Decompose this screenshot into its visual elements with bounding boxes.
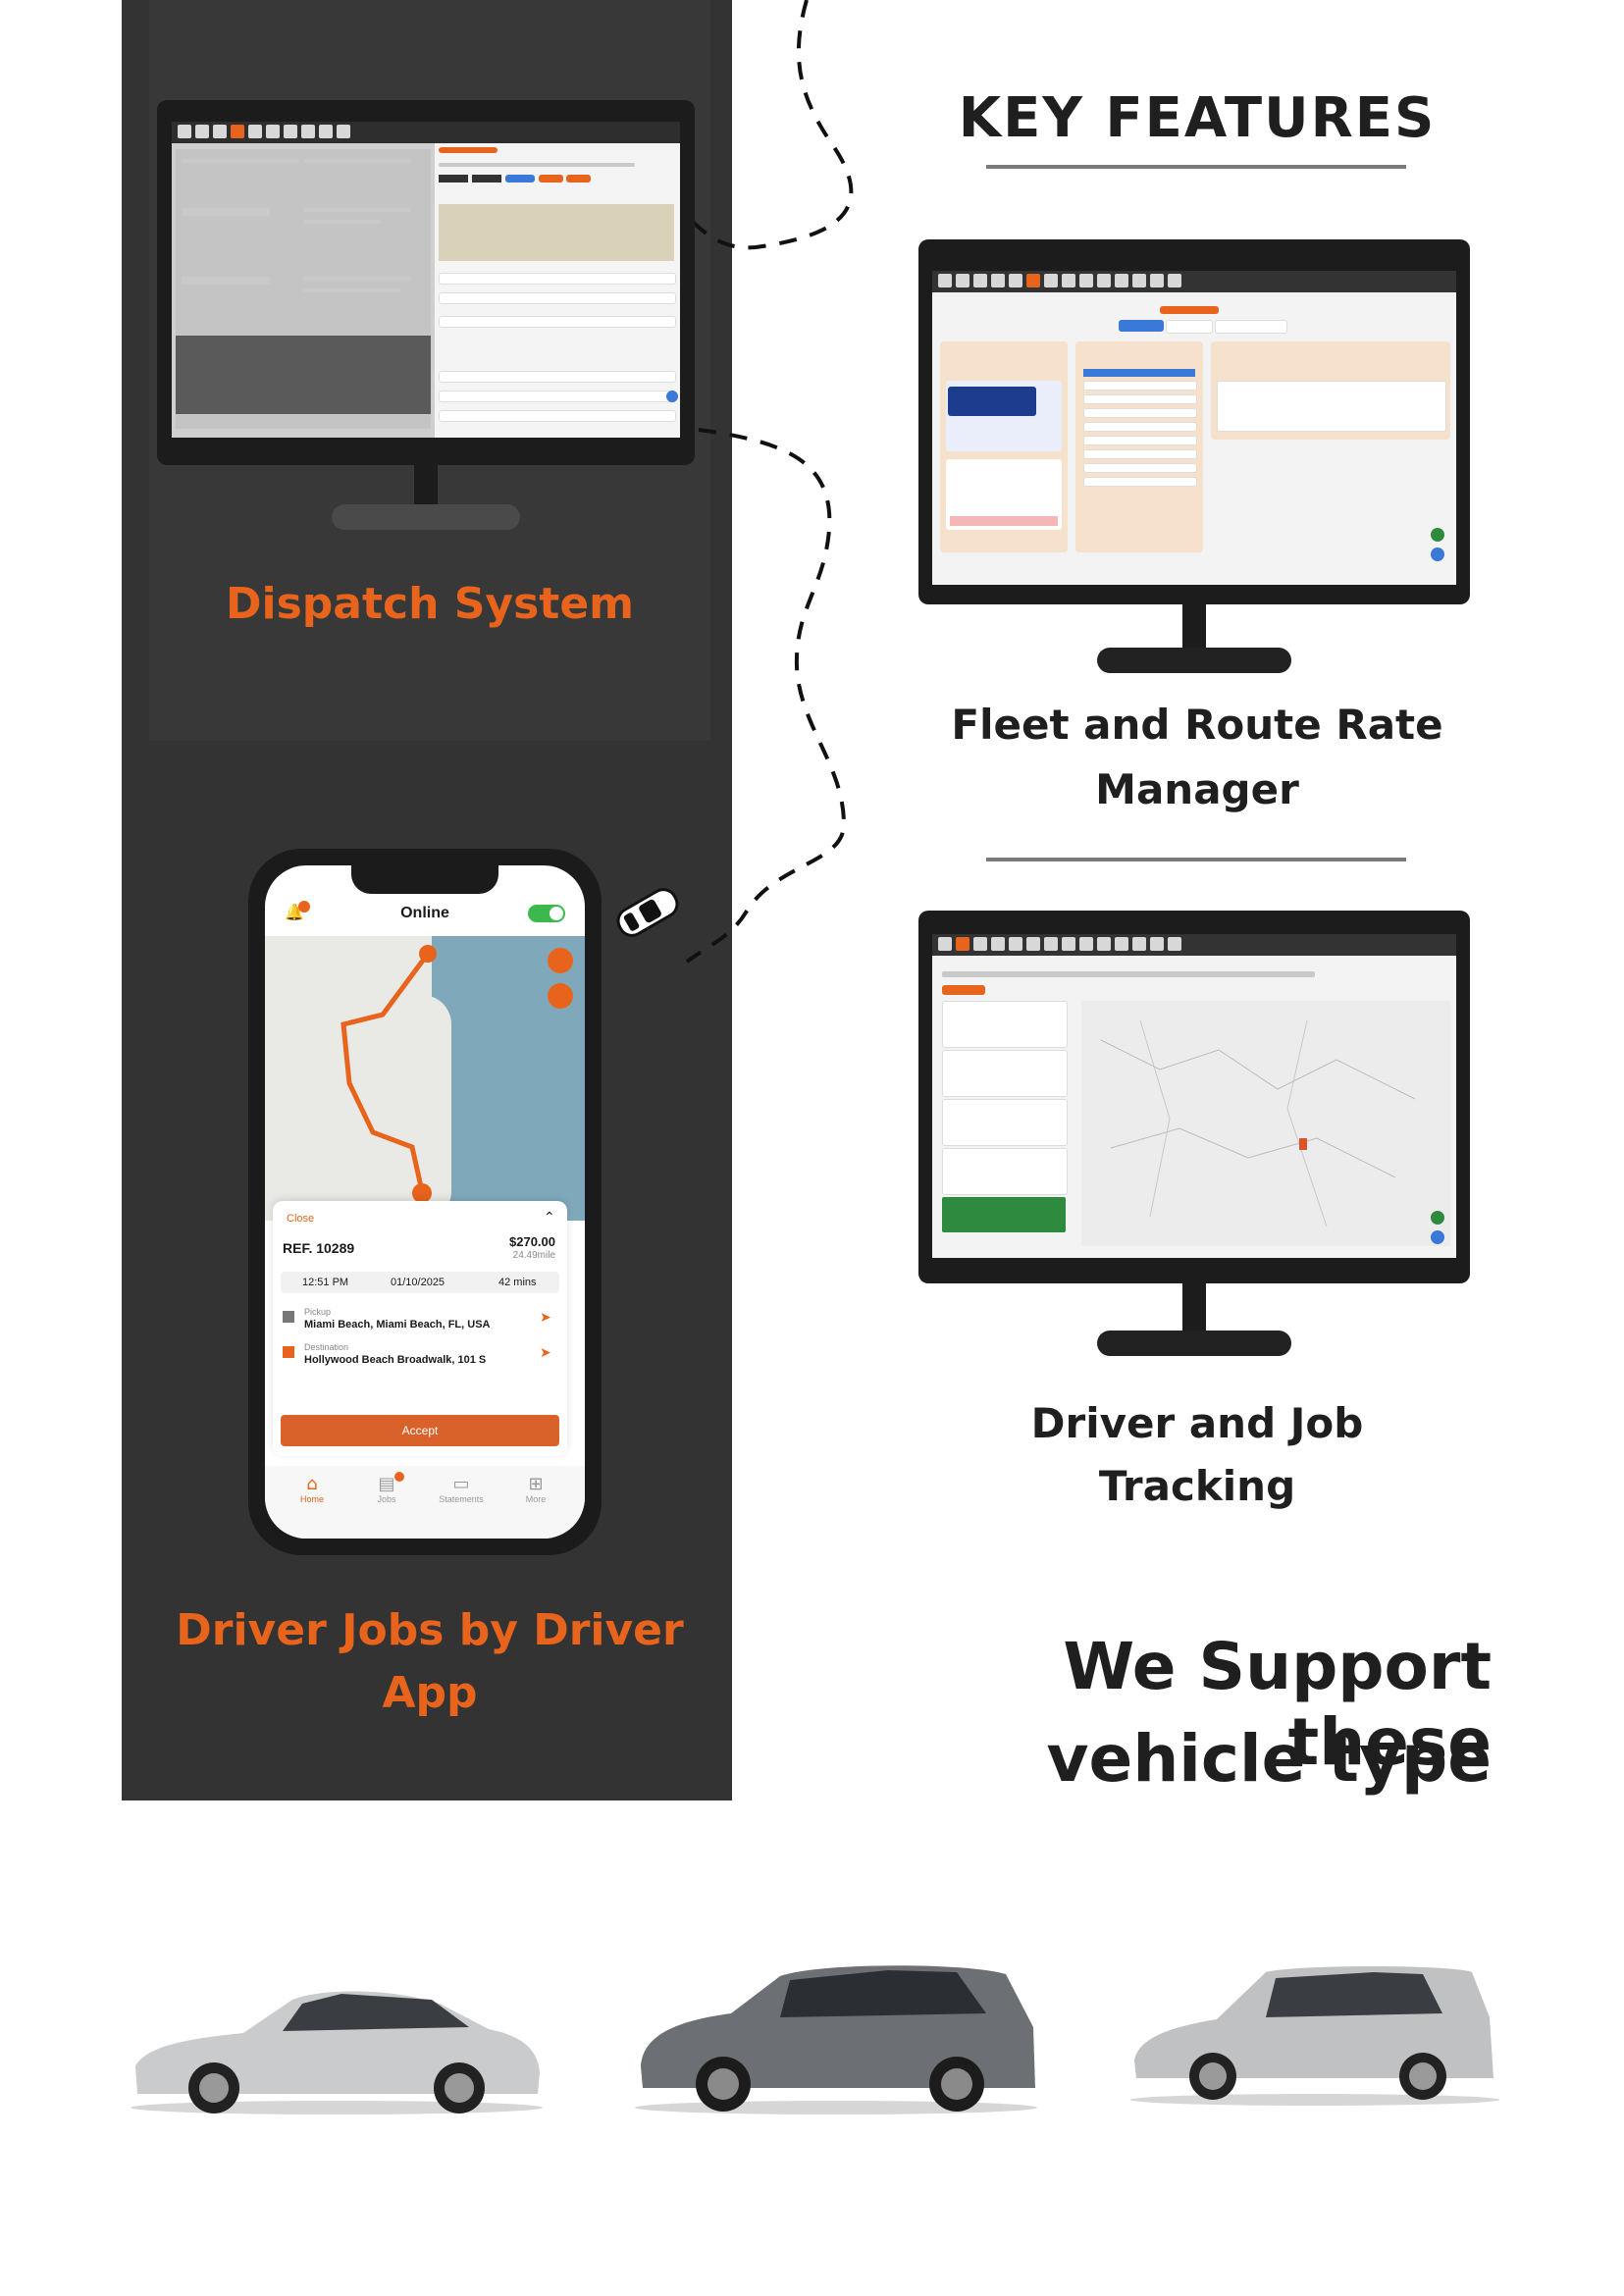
support-title-line1: We Support these — [1063, 1629, 1492, 1780]
accept-button[interactable]: Accept — [281, 1415, 559, 1446]
online-toggle[interactable] — [528, 905, 565, 922]
tracking-screen — [932, 934, 1456, 1258]
minivan-image — [635, 1965, 1037, 2114]
dispatch-stand-neck — [414, 465, 438, 504]
bottom-nav: ⌂ Home ▤ Jobs ▭ Statements ⊞ More — [265, 1466, 585, 1539]
driver-app-title-line2: App — [382, 1668, 478, 1718]
tracking-toolbar — [932, 934, 1456, 956]
step3-rate[interactable] — [1211, 341, 1450, 440]
fleet-stand-neck — [1182, 604, 1206, 648]
journey-map — [439, 204, 674, 261]
pickup-label: Pickup — [304, 1307, 332, 1317]
phone-notch — [351, 859, 498, 894]
fleet-divider — [986, 858, 1406, 861]
job-price: $270.00 — [509, 1234, 555, 1249]
key-features-title: KEY FEATURES — [958, 86, 1437, 150]
nav-home[interactable]: ⌂ Home — [283, 1474, 341, 1504]
job-sheet: Close ⌃ REF. 10289 $270.00 24.49mile 12:… — [273, 1201, 567, 1456]
tracking-title-line2: Tracking — [1098, 1462, 1296, 1510]
destination-value: Hollywood Beach Broadwalk, 101 S — [304, 1354, 487, 1366]
online-status: Online — [400, 905, 449, 921]
pickup-icon — [283, 1311, 294, 1323]
driver-list[interactable] — [942, 1001, 1070, 1246]
nav-statements[interactable]: ▭ Statements — [432, 1474, 491, 1504]
jobs-icon: ▤ — [378, 1474, 395, 1494]
nav-statements-label: Statements — [439, 1494, 484, 1504]
wallet-icon: ▭ — [452, 1474, 470, 1494]
jobs-badge — [394, 1472, 404, 1482]
nav-jobs-label: Jobs — [377, 1494, 396, 1504]
swap-icon[interactable] — [548, 948, 573, 973]
tracking-map[interactable] — [1081, 1001, 1450, 1246]
close-button[interactable]: Close — [287, 1213, 315, 1225]
job-distance: 24.49mile — [512, 1250, 555, 1261]
dispatch-toolbar — [172, 122, 680, 143]
job-date: 01/10/2025 — [391, 1277, 445, 1288]
header-divider — [986, 165, 1406, 169]
nav-more[interactable]: ⊞ More — [506, 1474, 565, 1504]
fleet-title-line1: Fleet and Route Rate — [951, 701, 1443, 749]
sedan-image — [131, 1991, 543, 2114]
pickup-value: Miami Beach, Miami Beach, FL, USA — [304, 1319, 491, 1331]
step1-vehicle[interactable] — [940, 341, 1068, 552]
driver-app-screen: 🔔 Online Close ⌃ REF. 10289 $270.00 24.4… — [265, 865, 585, 1539]
fleet-screen — [932, 271, 1456, 585]
accept-label: Accept — [401, 1424, 439, 1437]
dispatch-screen — [172, 122, 680, 438]
fleet-toolbar — [932, 271, 1456, 292]
job-duration: 42 mins — [498, 1277, 537, 1288]
fleet-title-line2: Manager — [1095, 765, 1299, 813]
nav-home-label: Home — [299, 1494, 324, 1504]
locate-icon[interactable] — [548, 983, 573, 1009]
job-ref: REF. 10289 — [283, 1240, 355, 1256]
destination-navigate-icon[interactable]: ➤ — [540, 1344, 551, 1360]
grid-icon: ⊞ — [528, 1474, 544, 1494]
destination-label: Destination — [304, 1342, 349, 1352]
tracking-stand-base — [1097, 1331, 1291, 1356]
van-image — [1130, 1966, 1499, 2106]
pickup-navigate-icon[interactable]: ➤ — [540, 1309, 551, 1325]
nav-jobs[interactable]: ▤ Jobs — [357, 1474, 416, 1504]
job-time: 12:51 PM — [302, 1277, 349, 1288]
support-title-line2: vehicle type — [1046, 1721, 1492, 1797]
route-map[interactable] — [265, 936, 585, 1221]
destination-icon — [283, 1346, 294, 1358]
home-icon: ⌂ — [306, 1474, 318, 1494]
journey-detail — [435, 143, 680, 438]
driver-app-title-line1: Driver Jobs by Driver — [176, 1605, 684, 1655]
job-list[interactable] — [176, 149, 431, 429]
dispatch-title: Dispatch System — [225, 579, 635, 629]
tracking-title-line1: Driver and Job — [1030, 1399, 1364, 1447]
nav-more-label: More — [525, 1494, 547, 1504]
step2-zone[interactable] — [1075, 341, 1203, 552]
dispatch-stand-base — [332, 504, 520, 530]
tracking-stand-neck — [1182, 1283, 1206, 1331]
chevron-up-icon[interactable]: ⌃ — [544, 1209, 555, 1225]
notification-badge — [298, 901, 310, 913]
fleet-stand-base — [1097, 648, 1291, 673]
